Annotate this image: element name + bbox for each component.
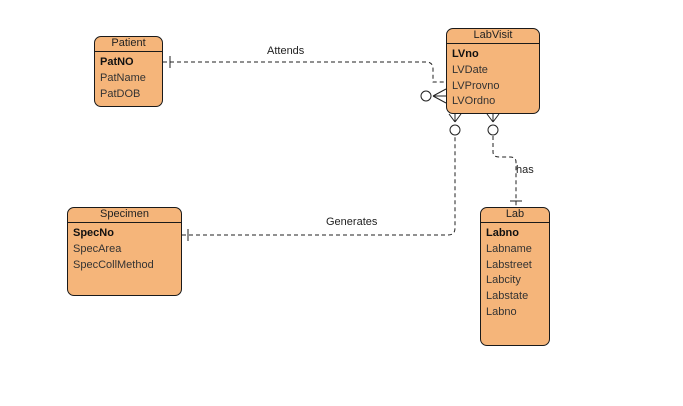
has-many-crowsfoot (486, 113, 500, 123)
relationship-line-attends (163, 61, 446, 83)
attends-zero-circle (420, 90, 432, 102)
attends-many-crowsfoot (432, 88, 447, 104)
relationship-label-attends: Attends (267, 45, 305, 57)
primary-key-attribute: Labno (486, 227, 519, 239)
entity-title: LabVisit (447, 29, 539, 44)
entity-attribute: PatDOB (100, 87, 141, 100)
entity-title: Patient (95, 37, 162, 52)
relationship-line-generates (182, 136, 456, 236)
entity-attribute: SpecCollMethod (73, 258, 154, 271)
entity-attribute: Labno (486, 305, 517, 318)
primary-key-attribute: LVno (452, 48, 479, 60)
entity-attribute: Labstreet (486, 258, 532, 271)
relationship-label-has: has (516, 164, 534, 176)
entity-attribute: Labstate (486, 290, 529, 303)
entity-attribute: SpecArea (73, 242, 122, 255)
primary-key-attribute: PatNO (100, 56, 134, 68)
generates-many-crowsfoot (448, 113, 462, 123)
entity-attribute: LVDate (452, 63, 488, 76)
has-zero-circle (487, 124, 499, 136)
entity-attribute: LVProvno (452, 79, 500, 92)
entity-title: Specimen (68, 208, 181, 223)
entity-attribute: Labcity (486, 274, 521, 287)
generates-zero-circle (449, 124, 461, 136)
entity-attribute: LVOrdno (452, 95, 496, 108)
relationship-label-generates: Generates (326, 216, 378, 228)
entity-title: Lab (481, 208, 549, 223)
relationship-line-has (492, 136, 517, 207)
entity-attribute: Labname (486, 242, 532, 255)
entity-attribute: PatName (100, 71, 146, 84)
primary-key-attribute: SpecNo (73, 227, 114, 239)
